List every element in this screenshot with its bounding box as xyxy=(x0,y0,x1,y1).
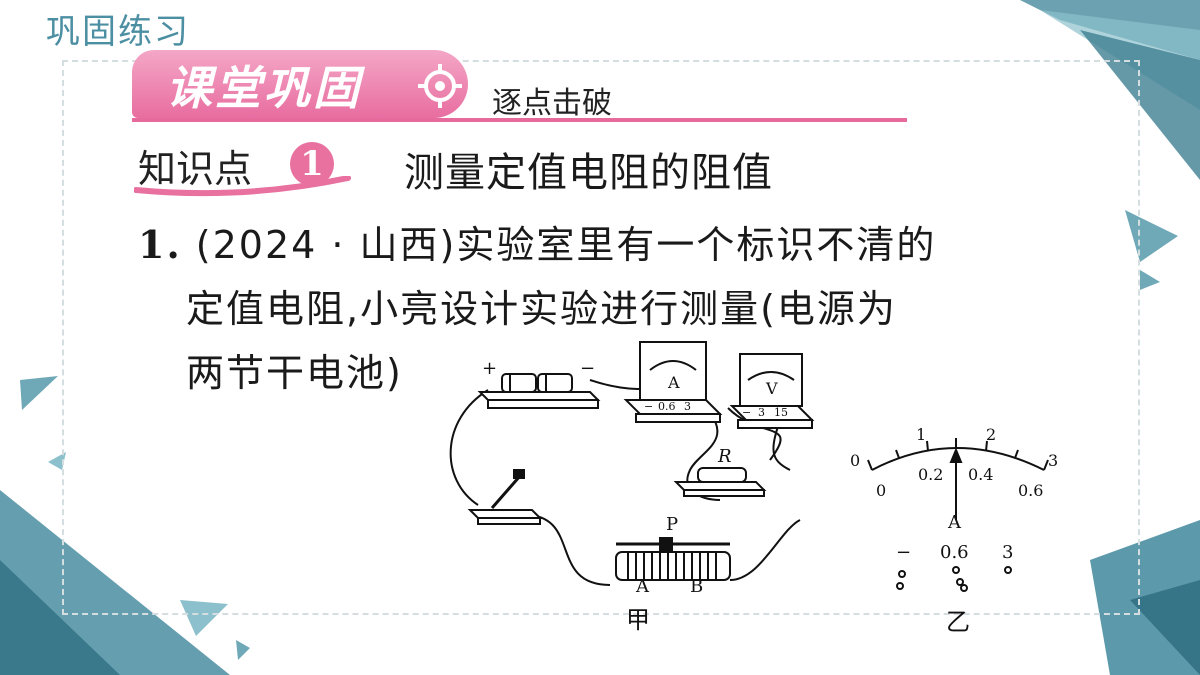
banner-pill xyxy=(132,50,468,118)
rheostat-a: A xyxy=(635,576,650,597)
rheostat-b: B xyxy=(690,576,703,597)
banner-main-title: 课堂巩固 xyxy=(166,61,362,115)
dial-terminal-minus: − xyxy=(896,542,911,563)
question-number: 1. xyxy=(138,222,182,267)
content-frame xyxy=(62,60,1140,615)
resistor-label: R xyxy=(717,446,732,467)
dial-top-1: 1 xyxy=(916,425,926,444)
battery-minus: − xyxy=(580,358,595,379)
dial-terminals xyxy=(896,566,1012,592)
ammeter xyxy=(623,341,723,423)
question-line-3: 两节干电池) xyxy=(186,351,403,395)
rheostat-p: P xyxy=(666,514,678,535)
dial-terminal-06: 0.6 xyxy=(940,542,969,563)
rheostat xyxy=(615,537,731,581)
ammeter-terminal-3: 3 xyxy=(684,400,691,413)
battery-plus: + xyxy=(482,358,497,379)
question-line-1: 1. (2024 · 山西)实验室里有一个标识不清的 xyxy=(138,214,936,269)
wire xyxy=(729,519,801,581)
voltmeter-terminal-3: 3 xyxy=(758,406,765,419)
target-icon xyxy=(418,64,462,108)
dial-bottom-02: 0.2 xyxy=(918,465,943,484)
corner-title: 巩固练习 xyxy=(46,12,190,52)
resistor xyxy=(673,467,767,497)
wire xyxy=(449,389,489,506)
circuit-diagram: + − A − 0.6 3 V − 3 15 R xyxy=(449,341,1058,636)
dial-bottom-0: 0 xyxy=(876,481,886,500)
knowledge-point-number: 1 xyxy=(290,142,334,186)
question-line-2: 定值电阻,小亮设计实验进行测量(电源为 xyxy=(186,287,897,331)
voltmeter-terminal-minus: − xyxy=(742,406,751,419)
dial-terminal-3: 3 xyxy=(1002,542,1013,563)
battery-holder xyxy=(477,373,601,409)
knowledge-point-swoosh xyxy=(134,176,351,197)
wire xyxy=(529,514,611,586)
ammeter-terminal-06: 0.6 xyxy=(658,400,676,413)
dial-top-2: 2 xyxy=(986,425,996,444)
banner-underline xyxy=(132,118,907,122)
knowledge-point-title: 测量定值电阻的阻值 xyxy=(404,150,773,196)
dial-top-3: 3 xyxy=(1048,451,1058,470)
dial-bottom-06: 0.6 xyxy=(1018,481,1043,500)
ammeter-letter: A xyxy=(667,373,680,392)
ammeter-terminal-minus: − xyxy=(644,400,653,413)
switch xyxy=(467,469,543,525)
figure-b-caption: 乙 xyxy=(946,608,970,636)
voltmeter-terminal-15: 15 xyxy=(774,406,788,419)
dial-meter-letter: A xyxy=(947,512,962,533)
dial-bottom-04: 0.4 xyxy=(968,465,993,484)
knowledge-point-label: 知识点 xyxy=(138,147,253,191)
voltmeter xyxy=(729,353,815,429)
dial-top-0: 0 xyxy=(850,451,860,470)
question-text-1: (2024 · 山西)实验室里有一个标识不清的 xyxy=(195,223,937,267)
wire xyxy=(727,407,782,461)
banner-subtitle: 逐点击破 xyxy=(492,86,612,121)
voltmeter-letter: V xyxy=(765,379,778,398)
figure-a-caption: 甲 xyxy=(626,606,650,634)
section-banner: 课堂巩固 逐点击破 xyxy=(132,50,907,126)
ammeter-dial xyxy=(867,438,1049,520)
